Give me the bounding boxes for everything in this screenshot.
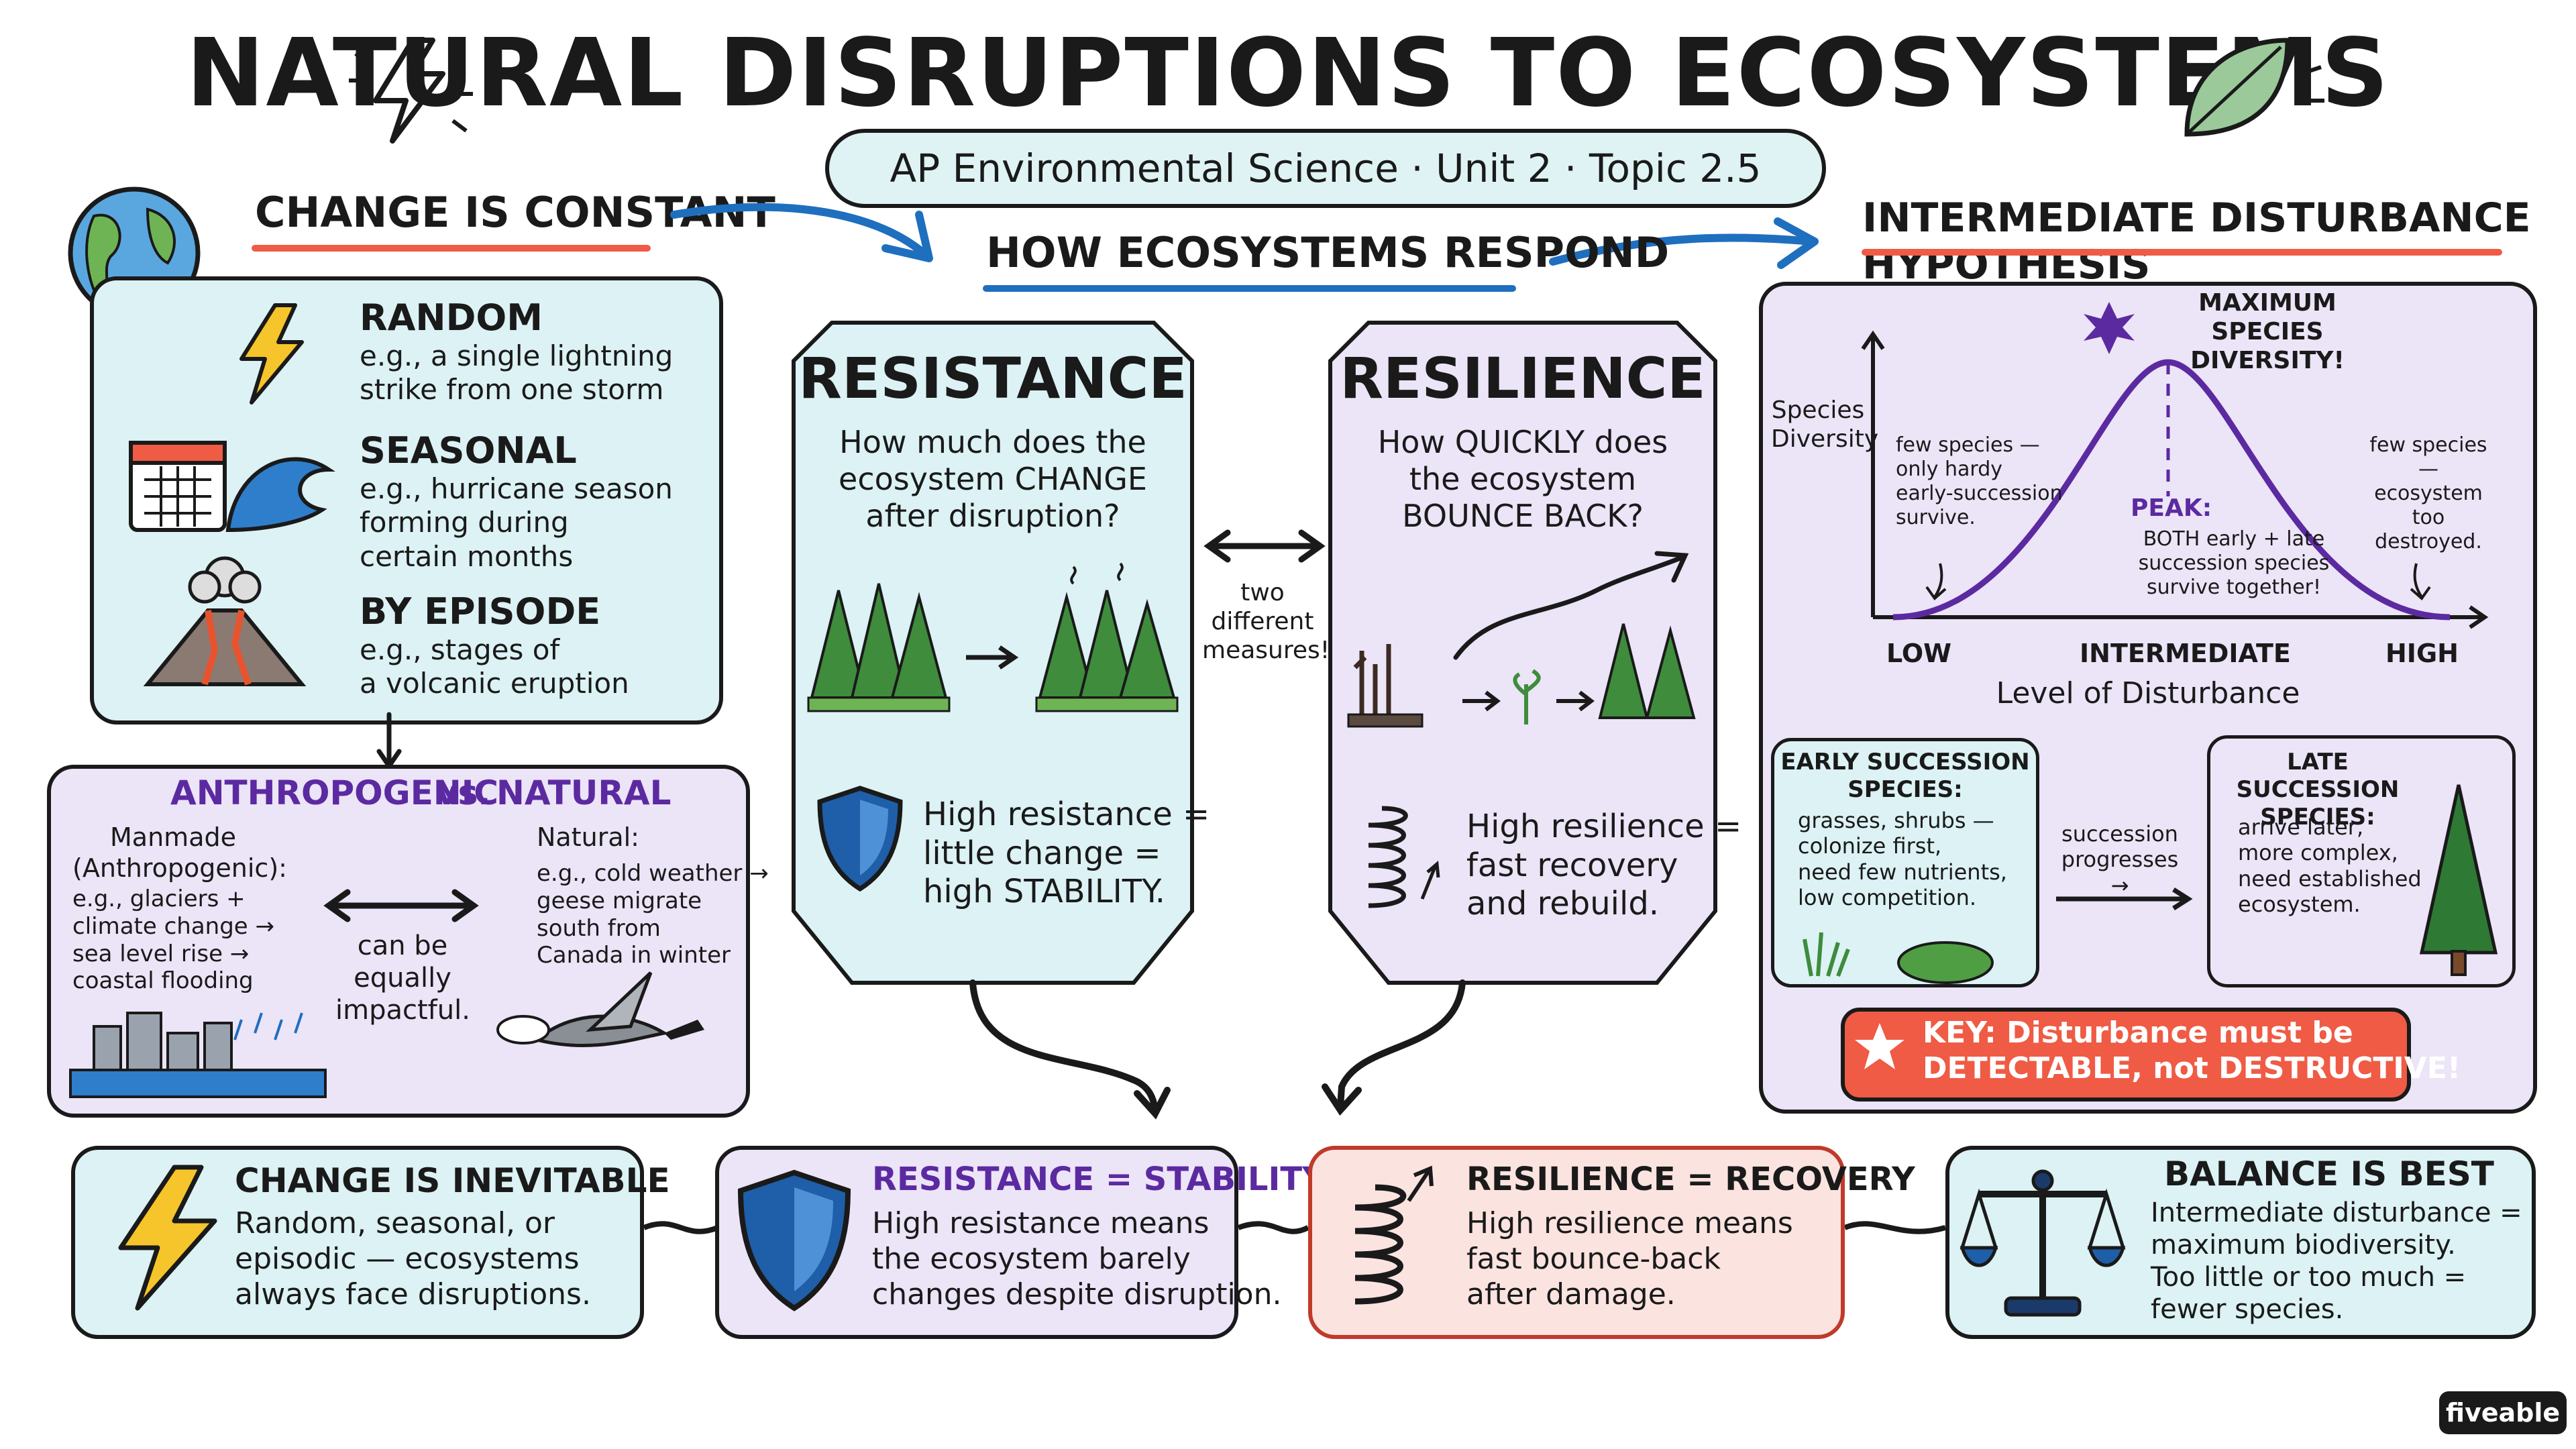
arrow-to-idh [1549,217,1819,269]
star-icon [1855,1023,1904,1069]
tick-intermediate: INTERMEDIATE [2080,639,2291,668]
lightning-icon [118,1165,217,1311]
succession-progresses: succession progresses → [2061,821,2179,898]
fiveable-logo[interactable]: fiveable [2439,1391,2567,1434]
resistance-title: RESISTANCE [798,345,1187,411]
resilience-summary: High resilience = fast recovery and rebu… [1466,808,1742,923]
summary-balance-text: Intermediate disturbance = maximum biodi… [2151,1197,2522,1325]
grass-icon [1803,932,1994,984]
spring-icon [1354,1165,1434,1305]
anthro-heading-vs: vs. [436,773,491,812]
resilience-title: RESILIENCE [1340,345,1706,411]
max-diversity-label: MAXIMUM SPECIES DIVERSITY! [2190,289,2345,375]
shield-icon [737,1169,851,1311]
change-underline [252,245,651,252]
early-succession-box [1771,738,2039,987]
arrow-to-respond [670,203,933,262]
volcano-icon [143,556,307,686]
right-note: few species — ecosystem too destroyed. [2369,433,2487,553]
episode-text: e.g., stages of a volcanic eruption [360,633,629,700]
subtitle-pill: AP Environmental Science · Unit 2 · Topi… [825,129,1826,208]
leaf-icon [2184,38,2324,137]
resistance-summary: High resistance = little change = high S… [923,796,1210,911]
resilience-question: How QUICKLY does the ecosystem BOUNCE BA… [1377,424,1668,535]
manmade-label: Manmade (Anthropogenic): [72,822,287,883]
down-arrow [376,712,402,771]
manmade-example: e.g., glaciers + climate change → sea le… [72,885,275,995]
random-text: e.g., a single lightning strike from one… [360,339,674,407]
idh-xlabel: Level of Disturbance [1996,676,2300,710]
trees-comparison-icon [807,562,1179,712]
anthro-panel [47,765,750,1118]
summary-change-title: CHANGE IS INEVITABLE [235,1161,670,1200]
key-callout [1841,1008,2411,1102]
between-arrow [1203,529,1326,563]
page-title: NATURAL DISRUPTIONS TO ECOSYSTEMS [186,19,2390,128]
summary-resistance-text: High resistance means the ecosystem bare… [872,1206,1282,1311]
respond-underline [983,285,1516,292]
summary-resilience-title: RESILIENCE = RECOVERY [1466,1161,1915,1198]
succession-arrow [2056,888,2193,910]
goose-icon [496,971,704,1048]
early-title: EARLY SUCCESSION SPECIES: [1780,749,2030,803]
idh-heading: INTERMEDIATE DISTURBANCE HYPOTHESIS [1862,195,2531,288]
natural-example: e.g., cold weather → geese migrate south… [537,860,769,969]
idh-chart [1861,302,2489,629]
pine-tree-icon [2419,784,2498,976]
summary-resistance-title: RESISTANCE = STABILITY [872,1161,1326,1198]
equally-impactful: can be equally impactful. [335,930,470,1026]
early-text: grasses, shrubs — colonize first, need f… [1798,808,2007,911]
natural-label: Natural: [537,822,639,852]
scale-icon [1960,1169,2126,1317]
two-measures-note: two different measures! [1202,579,1330,665]
lightning-title-icon [349,38,473,144]
anthro-heading-b: NATURAL [496,773,672,812]
idh-underline [1862,249,2502,256]
random-title: RANDOM [360,297,543,339]
left-note: few species — only hardy early-successio… [1896,433,2063,529]
recovery-sequence-icon [1347,551,1696,728]
key-text: KEY: Disturbance must be DETECTABLE, not… [1923,1016,2461,1085]
peak-title: PEAK: [2131,494,2212,522]
respond-heading: HOW ECOSYSTEMS RESPOND [986,228,1670,277]
resilience-panel [1328,321,1717,985]
seasonal-title: SEASONAL [360,429,577,472]
curved-arrow-right [1322,979,1466,1116]
tick-low: LOW [1886,639,1952,668]
seasonal-text: e.g., hurricane season forming during ce… [360,472,673,573]
peak-note: BOTH early + late succession species sur… [2138,527,2330,599]
resistance-question: How much does the ecosystem CHANGE after… [839,424,1147,535]
summary-resilience-text: High resilience means fast bounce-back a… [1466,1206,1793,1311]
summary-balance-title: BALANCE IS BEST [2164,1155,2494,1193]
episode-title: BY EPISODE [360,590,601,633]
double-arrow [323,889,479,922]
anthro-heading-a: ANTHROPOGENIC [170,773,498,812]
calendar-wave-icon [129,441,335,533]
idh-ylabel: Species Diversity [1771,396,1879,453]
curved-arrow-left [969,979,1171,1120]
spring-icon [1368,806,1440,908]
late-text: arrive later, more complex, need establi… [2238,814,2422,918]
summary-connector [643,1221,1947,1234]
summary-change-text: Random, seasonal, or episodic — ecosyste… [235,1206,591,1311]
flooded-city-icon [69,1012,327,1098]
lightning-icon [239,303,304,405]
shield-icon [817,786,903,892]
late-title: LATE SUCCESSION SPECIES: [2236,749,2400,830]
tick-high: HIGH [2385,639,2459,668]
